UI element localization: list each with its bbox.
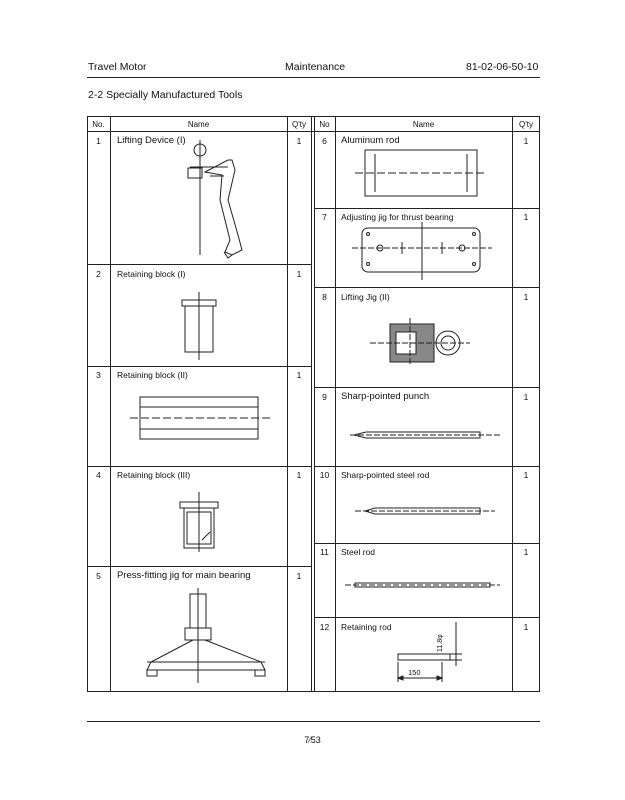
steel-rod-drawing (345, 582, 500, 588)
row-divider (87, 566, 312, 567)
tool-qty: 1 (523, 136, 529, 146)
row-divider (314, 466, 540, 467)
col-header-qty-left: Q'ty (292, 120, 306, 129)
tool-qty: 1 (296, 269, 302, 279)
header-row-divider (87, 131, 540, 132)
tool-name: Sharp-pointed punch (341, 391, 430, 402)
row-number: 6 (322, 136, 327, 146)
tool-qty: 1 (296, 470, 302, 480)
retaining-block-1-drawing (181, 292, 217, 360)
col-divider (314, 116, 315, 692)
retaining-block-3-drawing (179, 492, 219, 552)
tool-name: Lifting Jig (II) (341, 292, 390, 302)
col-divider (311, 116, 312, 692)
retaining-block-2-drawing (130, 396, 270, 440)
tool-qty: 1 (523, 292, 529, 302)
col-divider (110, 116, 111, 692)
col-divider (335, 116, 336, 692)
section-title: 2-2 Specially Manufactured Tools (88, 89, 243, 101)
row-divider (87, 264, 312, 265)
header-center-title: Maintenance (285, 61, 346, 73)
diameter-label: 11.8φ (437, 634, 444, 652)
press-fitting-jig-drawing (146, 588, 266, 683)
col-header-no-left: No. (92, 120, 105, 129)
col-header-no-right: No (319, 120, 330, 129)
row-number: 9 (322, 392, 327, 402)
row-divider (314, 617, 540, 618)
tools-table (87, 116, 540, 692)
row-divider (87, 366, 312, 367)
tool-name: Sharp-pointed steel rod (341, 470, 430, 480)
sharp-pointed-punch-drawing (350, 431, 500, 439)
tool-qty: 1 (296, 136, 302, 146)
tool-name: Retaining block (III) (117, 470, 191, 480)
tool-qty: 1 (296, 370, 302, 380)
tool-name: Retaining block (II) (117, 370, 188, 380)
lifting-device-drawing (187, 140, 243, 259)
row-number: 4 (96, 470, 101, 480)
tool-name: Aluminum rod (341, 135, 400, 146)
tool-qty: 1 (523, 212, 529, 222)
tool-qty: 1 (296, 571, 302, 581)
header-document-code: 81-02-06-50-10 (466, 61, 539, 73)
lifting-jig-2-drawing (370, 318, 470, 366)
row-number: 7 (322, 212, 327, 222)
row-number: 5 (96, 571, 101, 581)
tool-name: Lifting Device (I) (117, 135, 186, 146)
retaining-rod-drawing (396, 622, 462, 682)
sharp-pointed-steel-rod-drawing (355, 507, 495, 515)
length-label: 150 (408, 668, 421, 677)
tool-name: Retaining block (I) (117, 269, 186, 279)
col-header-name-right: Name (412, 120, 435, 129)
footer-rule (87, 721, 540, 722)
col-divider (287, 116, 288, 692)
header-rule (87, 77, 540, 78)
tool-qty: 1 (523, 470, 529, 480)
aluminum-rod-drawing (355, 149, 485, 197)
row-number: 12 (319, 622, 330, 632)
row-number: 11 (320, 547, 329, 557)
tool-qty: 1 (523, 547, 529, 557)
row-divider (314, 543, 540, 544)
row-number: 3 (96, 370, 101, 380)
tool-name: Press-fitting jig for main bearing (117, 570, 251, 581)
row-divider (314, 387, 540, 388)
col-header-qty-right: Q'ty (519, 120, 533, 129)
tool-qty: 1 (523, 622, 529, 632)
tool-name: Steel rod (341, 547, 376, 557)
tool-name: Retaining rod (341, 622, 392, 632)
row-number: 8 (322, 292, 327, 302)
tool-qty: 1 (523, 392, 529, 402)
header-left-title: Travel Motor (88, 61, 147, 73)
row-number: 10 (319, 470, 330, 480)
row-divider (87, 466, 312, 467)
page-number: 7∕53 (304, 735, 321, 745)
tool-name: Adjusting jig for thrust bearing (341, 212, 454, 222)
col-header-name-left: Name (187, 120, 210, 129)
row-number: 2 (96, 269, 101, 279)
adjusting-jig-drawing (352, 222, 492, 280)
row-divider (314, 287, 540, 288)
col-divider (512, 116, 513, 692)
row-divider (314, 208, 540, 209)
row-number: 1 (96, 136, 101, 146)
